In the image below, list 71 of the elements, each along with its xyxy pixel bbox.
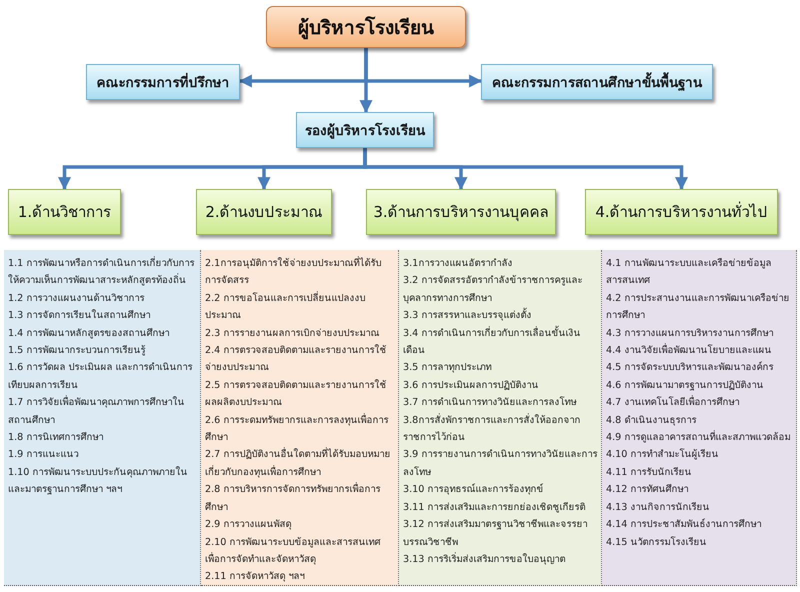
category-box — [366, 189, 556, 235]
list-item: 4.4 งานวิจัยเพื่อพัฒนานโยบายและแผน — [606, 342, 772, 358]
box-label: 1.ด้านวิชาการ — [18, 202, 112, 223]
list-item: 1.5 การพัฒนากระบวนการเรียนรู้ — [8, 344, 146, 358]
list-item: 1.2 การวางแผนงานด้านวิชาการ — [8, 292, 146, 306]
list-item: 2.7 การปฏิบัติงานอื่นใดตามที่ได้รับมอบหมายเกี่ยวกับกองทุนเพื่อการศึกษา — [205, 446, 392, 480]
list-item: 1.10 การพัฒนาระบบประกันคุณภาพภายในและมาตรฐานการศึกษา ฯลฯ — [8, 465, 188, 498]
list-item: 2.2 การขอโอนและการเปลี่ยนแปลงงบประมาณ — [205, 290, 366, 324]
list-item: 4.6 การพัฒนามาตรฐานการปฏิบัติงาน — [606, 378, 764, 393]
box-label: 4.ด้านการบริหารงานทั่วไป — [595, 200, 768, 223]
list-item: 3.11 การส่งเสริมและการยกย่องเชิดชูเกียรติ — [403, 500, 586, 515]
list-item: 2.9 การวางแผนพัสดุ — [205, 518, 292, 532]
connector-arrow — [364, 48, 482, 88]
list-item: 1.4 การพัฒนาหลักสูตรของสถานศึกษา — [8, 326, 170, 341]
list-item: 3.7 การดำเนินการทางวินัยและการลงโทษ — [403, 395, 578, 410]
list-item: 4.9 การดูแลอาคารสถานที่และสภาพแวดล้อม — [606, 429, 792, 446]
list-item: 1.3 การจัดการเรียนในสถานศึกษา — [8, 308, 152, 324]
list-item: 4.12 การทัศนศึกษา — [606, 483, 690, 498]
list-item: 4.5 การจัดระบบบริหารและพัฒนาองค์กร — [606, 360, 774, 376]
list-item: 4.11 การรับนักเรียน — [606, 466, 692, 480]
list-item: 4.8 ดำเนินงานธุรการ — [606, 414, 698, 428]
title-box — [266, 6, 466, 48]
list-panel — [399, 250, 602, 586]
list-item: 2.10 การพัฒนาระบบข้อมูลและสารสนเทศเพื่อการจัดทำและจัดหาวัสดุ — [205, 536, 382, 567]
list-item: 3.6 การประเมินผลการปฏิบัติงาน — [403, 378, 540, 393]
list-item: 3.8การสั่งพักราชการและการสั่งให้ออกจากราชการไว้ก่อน — [403, 412, 582, 446]
list-item: 2.11 การจัดหาวัสดุ ฯลฯ — [205, 570, 306, 584]
list-item: 3.12 การส่งเสริมมาตรฐานวิชาชีพและจรรยาบรรณวิชาชีพ — [403, 518, 588, 550]
list-item: 1.9 การแนะแนว — [8, 448, 80, 462]
list-item: 4.7 งานเทคโนโลยีเพื่อการศึกษา — [606, 394, 740, 410]
list-item: 4.1 กานพัฒนาระบบและเครือข่ายข้อมูลสารสนเทศ — [606, 257, 772, 288]
list-item: 2.1การอนุมัติการใช้จ่ายงบประมาณที่ได้รับการจัดสรร — [205, 255, 382, 288]
list-item: 2.6 การระดมทรัพยากรและการลงทุนเพื่อการศึกษา — [205, 412, 390, 446]
box-label: 2.ด้านงบประมาณ — [205, 202, 323, 223]
list-item: 2.8 การบริหารการจัดการทรัพยากรเพื่อการศึกษา — [205, 481, 382, 515]
box-label: ผู้บริหารโรงเรียน — [298, 15, 434, 42]
list-item: 4.15 นวัตกรรมโรงเรียน — [606, 535, 708, 550]
list-item: 2.4 การตรวจสอบติดตามและรายงานการใช้จ่ายงบประมาณ — [205, 343, 388, 376]
list-item: 1.7 การวิจัยเพื่อพัฒนาคุณภาพการศึกษาในสถานศึกษา — [8, 394, 186, 428]
connector-arrow — [363, 148, 688, 190]
box-label: รองผู้บริหารโรงเรียน — [305, 122, 425, 141]
box-label: 3.ด้านการบริหารงานบุคคล — [373, 202, 549, 224]
box-label: คณะกรรมการสถานศึกษาขั้นพื้นฐาน — [492, 71, 702, 93]
list-item: 3.2 การจัดสรรอัตรากำลังข้าราชการครูและบุคลากรทางการศึกษา — [403, 274, 584, 306]
list-item: 4.10 การทำสำมะโนผู้เรียน — [606, 447, 720, 462]
list-item: 3.10 การอุทธรณ์และการร้องทุกข์ — [403, 482, 544, 498]
list-item: 3.5 การลาทุกประเภท — [403, 361, 492, 376]
list-item: 1.6 การวัดผล ประเมินผล และการดำเนินการเทียบผลการเรียน — [8, 361, 194, 393]
list-item: 3.1การวางแผนอัตรากำลัง — [403, 257, 514, 271]
category-box — [585, 189, 778, 235]
list-panel — [4, 250, 201, 586]
box-label: คณะกรรมการที่ปรึกษา — [96, 71, 230, 93]
list-item: 4.13 งานกิจการนักเรียน — [606, 500, 710, 515]
list-item: 3.9 การรายงานการดำเนินการทางวินัยและการลงโทษ — [403, 448, 598, 480]
process-box — [296, 112, 434, 148]
list-item: 1.1 การพัฒนาหรือการดำเนินการเกี่ยวกับการให้ความเห็นการพัฒนาสาระหลักสูตรท้องถิ่น — [8, 255, 196, 288]
list-item: 2.3 การรายงานผลการเบิกจ่ายงบประมาณ — [205, 326, 380, 341]
list-item: 1.8 การนิเทศการศึกษา — [8, 431, 104, 446]
list-item: 4.14 การประชาสัมพันธ์งานการศึกษา — [606, 518, 762, 532]
process-box — [481, 64, 713, 100]
list-item: 4.2 การประสานงานและการพัฒนาเครือข่ายการศึกษา — [606, 292, 790, 324]
list-item: 2.5 การตรวจสอบติดตามและรายงานการใช้ผลผลิตงบประมาณ — [205, 378, 388, 410]
list-item: 3.4 การดำเนินการเกี่ยวกับการเลื่อนขั้นเงินเดือน — [403, 324, 582, 358]
list-item: 3.13 การริเริ่มส่งเสริมการขอใบอนุญาต — [403, 551, 566, 567]
process-box — [86, 64, 240, 100]
list-item: 4.3 การวางแผนการบริหารงานการศึกษา — [606, 326, 774, 341]
list-panel — [602, 250, 797, 586]
category-box — [8, 189, 121, 235]
category-box — [196, 189, 332, 235]
list-item: 3.3 การสรรหาและบรรจุแต่งตั้ง — [403, 307, 598, 325]
list-panel — [201, 250, 399, 586]
